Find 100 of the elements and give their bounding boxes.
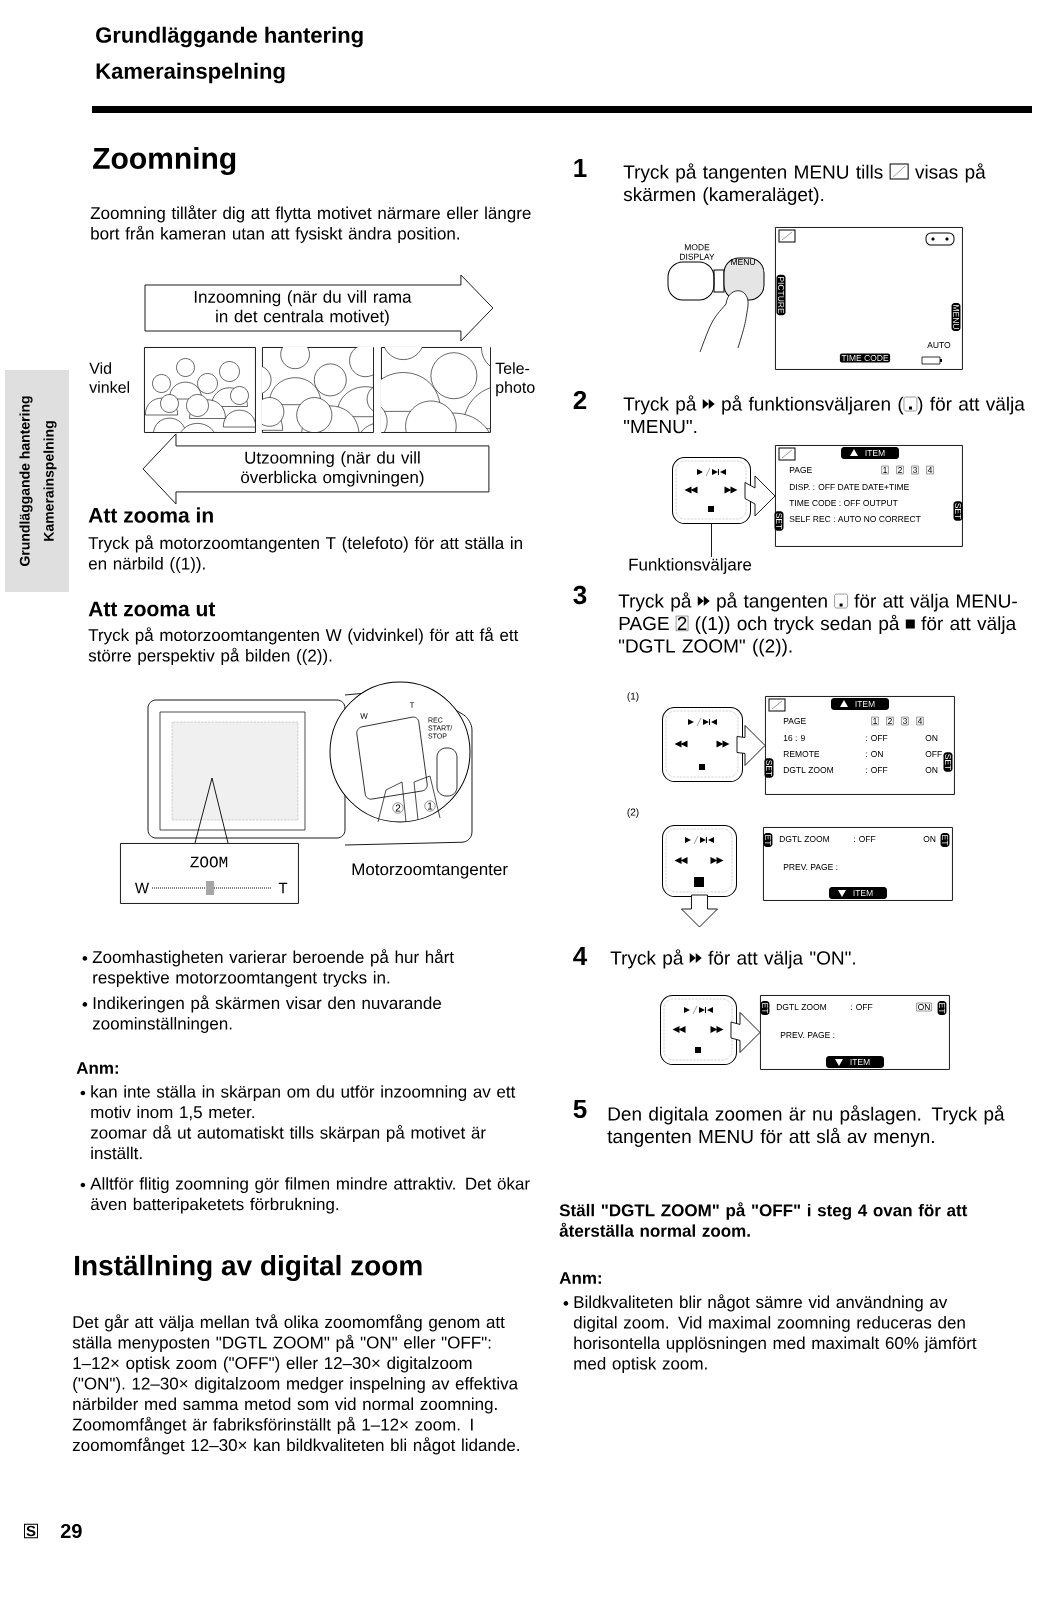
step-text: Tryck på tangenten MENU tills visas på skärmen (kameraläget). [623, 163, 986, 205]
edge-label: Utzoomning (när du vill överblicka omgivningen) [241, 451, 424, 487]
label: Tryck på tangenten MENU tills [623, 163, 883, 183]
bullet-text: Bildkvaliteten blir något sämre vid användning av digital zoom. Vid maximal zoomning reduceras den horisontella upplösningen med maximalt 60% jämfört med optisk zoom. [563, 1294, 977, 1373]
page-number: 1 [871, 716, 879, 726]
side-tab: SET [943, 752, 953, 772]
step-text: Tryck på på funktionsväljaren ( ) för att välja "MENU". [623, 395, 1025, 434]
side-tab: ET [940, 833, 950, 847]
menu-item: DISP. : OFF DATE DATE+TIME [789, 484, 909, 490]
subheading: Att zooma ut [88, 601, 216, 617]
label: ) för att välja [917, 396, 1025, 415]
bullet-text: Zoomhastigheten varierar beroende på hur hårt respektive motorzoomtangent trycks in. [82, 949, 454, 987]
menu-item: : OFF [850, 1004, 873, 1010]
side-tab: ET [763, 833, 773, 847]
zoom-indicator: ZOOM W T [120, 843, 299, 904]
block-arrow [744, 475, 776, 517]
bullet-text: kan inte ställa in skärpan om du utför inzoomning av ett motiv inom 1,5 meter. zoomar då ut automatiskt tills skärpan på motivet är inställt. [80, 1085, 516, 1160]
control-pad [662, 825, 737, 897]
menu-item: REMOTE [783, 751, 820, 757]
page-number: 3 [911, 465, 919, 475]
screen-display [775, 227, 963, 370]
side-tab: PICTURE [776, 274, 786, 316]
menu-item: : OFF [865, 735, 888, 741]
page-header: Kamerainspelning [96, 62, 285, 84]
body-text: Det går att välja mellan två olika zoomomfång genom att ställa menyposten "DGTL ZOOM" på "ON" eller "OFF": 1–12× optisk zoom ("OFF") eller 12–30× digitalzoom ("ON"). 12–30× digitalzoom medger inspelning av effektiva närbilder med samma metod som vid normal zoomning. Zoomomfånget är fabriksförinställt på 1–12× zoom. I zoomomfånget 12–30× kan bildkvaliteten bli något lidande. [72, 1314, 519, 1455]
section-heading: Inställning av digital zoom [75, 1254, 422, 1282]
step-marker: (1) [627, 692, 639, 702]
step-number: 4 [573, 947, 588, 965]
body-text: Tryck på motorzoomtangenten T (telefoto) för att ställa in en närbild ((1)). [88, 535, 522, 573]
menu-item: AUTO [927, 342, 951, 348]
side-label: Vid vinkel [89, 362, 129, 393]
people-picture [144, 347, 256, 433]
menu-item: PREV. PAGE : [780, 1032, 835, 1038]
menu-item: TIME CODE : OFF OUTPUT [789, 500, 898, 506]
step-number: 3 [573, 585, 587, 605]
section-heading: Zoomning [93, 146, 236, 176]
menu-item: SELF REC : AUTO NO CORRECT [789, 516, 921, 522]
page-number: 29 [60, 1523, 82, 1539]
side-tab: SET [764, 758, 774, 778]
camcorder-drawing [147, 681, 473, 846]
page-letter: S [24, 1523, 38, 1539]
menu-item: PREV. PAGE : [783, 864, 838, 870]
page-number: ON [916, 1002, 932, 1012]
menu-item: DGTL ZOOM [776, 1004, 827, 1010]
block-arrow [142, 433, 490, 505]
menu-item: OFF [925, 751, 942, 757]
control-pad [660, 995, 737, 1065]
step-number: 2 [573, 390, 587, 410]
step-text: Den digitala zoomen är nu påslagen. Tryck på tangenten MENU för att slå av menyn. [607, 1105, 1005, 1147]
menu-item: ON [925, 735, 938, 741]
item-tab: ITEM [829, 887, 887, 899]
step-text: Tryck på för att välja "ON". [610, 949, 855, 969]
leader-line [194, 777, 229, 844]
menu-item: DGTL ZOOM [779, 836, 830, 842]
step-text: Tryck på på tangenten för att välja MENU-PAGE 2 ((1)) och tryck sedan på för att välja "DGTL ZOOM" ((2)). [618, 592, 1017, 657]
menu-item: PAGE [789, 467, 812, 473]
page-number: 4 [926, 465, 934, 475]
page-number: 2 [896, 465, 904, 475]
button-label: MENU [731, 259, 755, 265]
block-arrow [730, 1012, 761, 1053]
control-pad [672, 457, 751, 524]
screen-display [760, 995, 950, 1070]
item-tab: ITEM [826, 1056, 884, 1068]
label: "MENU". [624, 419, 697, 434]
label: Tryck på [623, 395, 697, 415]
block-arrow [144, 274, 494, 342]
screen-display [763, 827, 953, 901]
side-tab: ET [937, 1001, 947, 1015]
menu-item: 16 : 9 [783, 735, 805, 741]
button-label: MODE DISPLAY [680, 244, 715, 260]
page-number: 4 [916, 716, 924, 726]
body-text: Zoomning tillåter dig att flytta motivet närmare eller längre bort från kameran utan att fysiskt ändra position. [90, 205, 531, 243]
bullet-text: Alltför flitig zoomning gör filmen mindre attraktiv. Det ökar även batteripaketets förbrukning. [80, 1177, 530, 1214]
side-tab: Grundläggande hantering Kamerainspelning [5, 370, 69, 592]
side-tab: ET [760, 1001, 770, 1015]
item-tab: ITEM [841, 447, 899, 459]
menu-tab: TIME CODE [839, 353, 891, 363]
side-label: Tele- photo [495, 362, 535, 397]
step-number: 5 [573, 1099, 587, 1119]
menu-item: ON [923, 836, 936, 842]
menu-item: PAGE [783, 718, 806, 724]
block-arrow [681, 894, 718, 928]
button-label: T [409, 702, 415, 708]
screen-display [774, 445, 963, 547]
body-text: Tryck på motorzoomtangenten W (vidvinkel) för att få ett större perspektiv på bilden ((2)). [88, 627, 519, 665]
page-header: Grundläggande hantering [96, 26, 363, 48]
screen-display [764, 696, 955, 795]
label: visas på [915, 163, 986, 183]
button-label: W [360, 713, 368, 719]
callout-number: 1 [424, 800, 436, 812]
menu-item: : OFF [865, 767, 888, 773]
step-marker: (2) [627, 808, 639, 818]
label: skärmen (kameraläget). [623, 187, 824, 205]
page-number: 1 [881, 465, 889, 475]
label-text: Funktionsväljare [629, 558, 752, 574]
bullet-text: Indikeringen på skärmen visar den nuvarande zoominställningen. [82, 995, 441, 1033]
callout-number: 2 [392, 802, 404, 814]
block-arrow [736, 725, 766, 766]
menu-item: : OFF [853, 836, 876, 842]
step-number: 1 [574, 159, 587, 177]
